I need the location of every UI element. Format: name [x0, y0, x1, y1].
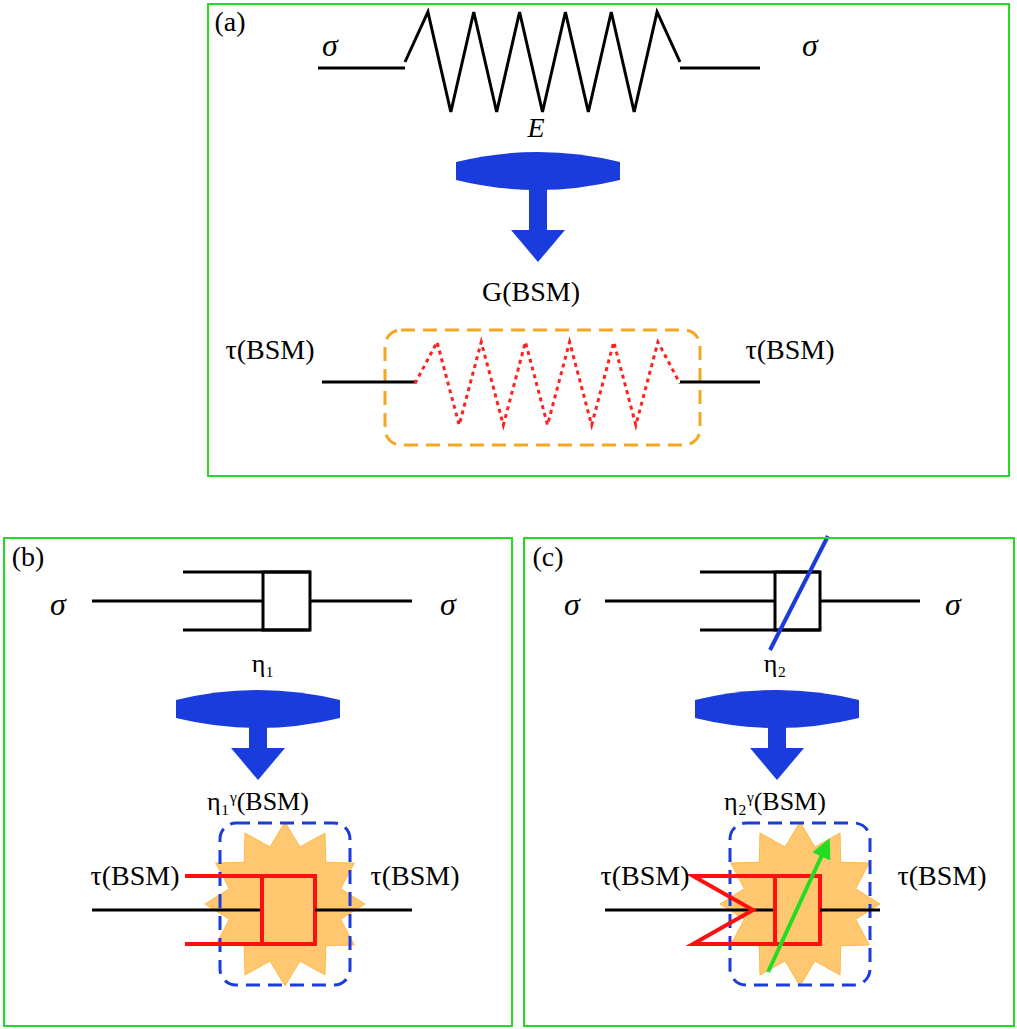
cylinder: [693, 876, 820, 944]
dashed-frame: [220, 823, 350, 985]
symbol-label: σ: [50, 586, 66, 623]
symbol-label: σ: [802, 27, 818, 64]
symbol-label: G(BSM): [482, 276, 580, 308]
fractional-spring: [415, 342, 680, 425]
symbol-label: η₁: [252, 649, 275, 679]
piston: [775, 572, 820, 630]
symbol-label: η₂: [764, 649, 787, 679]
transform-arrow: [176, 690, 340, 780]
spring: [405, 12, 680, 112]
symbol-label: τ(BSM): [90, 860, 179, 892]
transform-arrow: [456, 152, 620, 262]
rod-line: [820, 909, 880, 912]
dashed-frame: [730, 823, 870, 985]
rod-line: [310, 600, 412, 603]
dashed-frame: [385, 330, 700, 445]
spring-lead: [680, 381, 760, 384]
variable-arrow: [768, 842, 828, 972]
spring-lead: [318, 67, 405, 70]
symbol-label: E: [527, 112, 544, 144]
variable-arrow: [770, 536, 828, 650]
piston: [262, 876, 315, 944]
symbol-label: τ(BSM): [897, 860, 986, 892]
panel-frame: (b)σση₁η₁ᵞ(BSM)τ(BSM)τ(BSM): [3, 537, 513, 1027]
spring-lead: [322, 381, 415, 384]
symbol-label: σ: [945, 586, 961, 623]
rod-line: [605, 600, 775, 603]
symbol-label: η₂ᵞ(BSM): [724, 787, 826, 817]
rod-line: [92, 600, 263, 603]
panel-label: (a): [214, 6, 245, 38]
symbol-label: τ(BSM): [225, 334, 314, 366]
symbol-label: σ: [322, 27, 338, 64]
rod-line: [820, 600, 920, 603]
piston: [263, 572, 310, 630]
panel-frame: (c)σση₂η₂ᵞ(BSM)τ(BSM)τ(BSM): [523, 537, 1015, 1027]
symbol-label: τ(BSM): [600, 860, 689, 892]
rod-line: [92, 909, 262, 912]
spring-lead: [680, 67, 760, 70]
transform-arrow: [695, 690, 859, 780]
symbol-label: τ(BSM): [370, 860, 459, 892]
rod-line: [315, 909, 412, 912]
starburst: [205, 822, 365, 986]
symbol-label: τ(BSM): [745, 334, 834, 366]
panel-label: (b): [12, 541, 45, 573]
symbol-label: σ: [440, 586, 456, 623]
panel-label: (c): [532, 541, 563, 573]
symbol-label: η₁ᵞ(BSM): [207, 787, 309, 817]
symbol-label: σ: [564, 586, 580, 623]
panel-frame: (a) σ σE G(BSM) τ(BSM) τ(BSM): [207, 3, 1010, 477]
